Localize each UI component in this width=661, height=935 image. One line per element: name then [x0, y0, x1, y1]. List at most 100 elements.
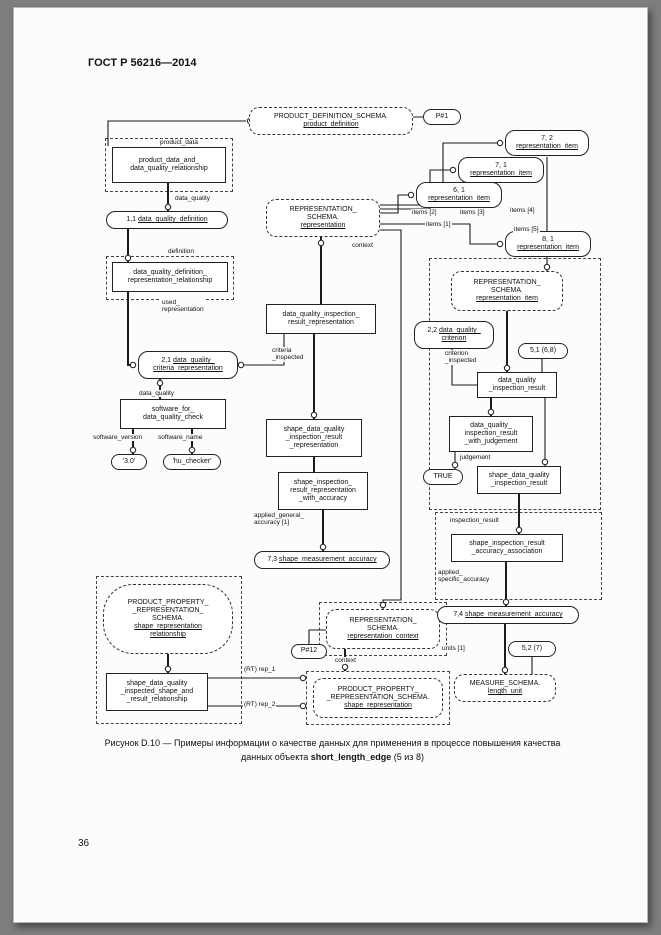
entity-name: shape_measurement_accuracy — [465, 610, 563, 618]
node-ref-51-68: 5,1 (6,8) — [518, 343, 568, 359]
node-version-value: '3.0' — [111, 454, 147, 470]
caption-line2-suffix: (5 из 8) — [391, 751, 424, 762]
node-data-quality-definition-ref: 1,1 data_quality_definition — [106, 211, 228, 229]
node-product-definition-schema: PRODUCT_DEFINITION_SCHEMA. product_defin… — [249, 107, 413, 135]
entity-name: representation_item — [516, 143, 578, 150]
container-representation-item-cluster — [429, 258, 601, 510]
caption-line2-prefix: данных объекта — [241, 751, 311, 762]
entity-name: data_quality_ criteria_representation — [153, 356, 223, 372]
node-page-ref-p1: P#1 — [423, 109, 461, 125]
schema-name: PRODUCT_PROPERTY_ _REPRESENTATION_SCHEMA… — [326, 685, 430, 701]
schema-name: PRODUCT_DEFINITION_SCHEMA. — [274, 112, 388, 120]
entity-name: data_quality_definition — [138, 215, 208, 223]
entity-text: shape_data_quality _inspected_shape_and … — [120, 679, 194, 704]
entity-name: representation_item — [517, 244, 579, 251]
node-shape-measurement-accuracy-ref-74: 7,4 shape_measurement_accuracy — [437, 606, 579, 624]
entity-name: shape_representation relationship — [134, 623, 202, 639]
node-true-value: TRUE — [423, 469, 463, 485]
node-data-quality-criteria-representation-ref: 2,1 data_quality_ criteria_representatio… — [138, 351, 238, 379]
caption-line1: Рисунок D.10 — Примеры информации о каче… — [104, 738, 561, 748]
ref-number: 7,4 — [453, 610, 465, 618]
node-data-quality-inspection-result-with-judgement: data_quality_ inspection_result _with_ju… — [449, 416, 533, 452]
node-shape-data-quality-inspection-result-representation: shape_data_quality _inspection_result _r… — [266, 419, 362, 457]
schema-name: PRODUCT_PROPERTY_ _REPRESENTATION_ SCHEM… — [127, 598, 209, 622]
entity-name: shape_measurement_accuracy — [279, 555, 377, 563]
page-ref-text: P#1 — [435, 112, 449, 120]
value-text: 'hu_checker' — [172, 457, 212, 465]
entity-text: data_quality_ inspection_result _with_ju… — [464, 421, 518, 446]
entity-text: shape_inspection_result _accuracy_associ… — [469, 539, 545, 555]
node-measure-schema-length-unit: MEASURE_SCHEMA. length_unit — [454, 674, 556, 702]
label-criteria-inspected: criteria _inspected — [271, 347, 305, 362]
figure-caption: Рисунок D.10 — Примеры информации о каче… — [60, 737, 605, 765]
page-number: 36 — [78, 838, 90, 849]
label-rt-rep-1: (RT) rep_1 — [243, 666, 277, 674]
label-data-quality: data_quality — [174, 195, 212, 203]
node-data-quality-inspection-result-representation: data_quality_inspection_ result_represen… — [266, 304, 376, 334]
node-data-quality-definition-representation-relationship: data_quality_definition_ representation_… — [112, 262, 228, 292]
label-software-name: software_name — [157, 434, 204, 442]
label-items-4: items [4] — [509, 207, 536, 215]
entity-text: shape_inspection_ result_representation … — [290, 478, 356, 503]
node-shape-data-quality-inspection-result: shape_data_quality _inspection_result — [477, 466, 561, 494]
ref-number: 8, 1 — [542, 235, 554, 243]
page-ref-text: P#12 — [300, 647, 318, 655]
entity-name: representation_context — [347, 633, 419, 641]
node-representation-schema-representation-context: REPRESENTATION_ SCHEMA. representation_c… — [326, 609, 440, 649]
caption-entity-name: short_length_edge — [310, 751, 392, 762]
entity-name: representation — [300, 222, 346, 230]
label-units-1: units [1] — [441, 645, 466, 653]
entity-name: representation_item — [470, 170, 532, 177]
ref-number: 7,3 — [267, 555, 279, 563]
node-product-property-representation-schema-shape-representation: PRODUCT_PROPERTY_ _REPRESENTATION_SCHEMA… — [313, 678, 443, 718]
label-rt-rep-2: (RT) rep_2 — [243, 701, 277, 709]
node-representation-item-ref-72: 7, 2 representation_item — [505, 130, 589, 156]
label-criterion-inspected: criterion _inspected — [444, 350, 478, 365]
schema-name: REPRESENTATION_ SCHEMA. — [289, 205, 357, 221]
ref-number: 2,2 — [427, 326, 440, 334]
entity-name: representation_item — [428, 195, 490, 202]
entity-text: software_for_ data_quality_check — [143, 405, 203, 421]
ref-number: 5,2 (7) — [521, 644, 543, 652]
node-ref-52-7: 5,2 (7) — [508, 641, 556, 657]
entity-text: data_quality _inspection_result — [488, 376, 546, 392]
value-text: '3.0' — [122, 457, 136, 465]
container-shape-representation — [306, 671, 450, 725]
ref-number: 1,1 — [126, 215, 138, 223]
entity-text: product_data_and_ data_quality_relations… — [130, 156, 208, 172]
entity-name: representation_item — [476, 295, 538, 303]
ref-number: 7, 2 — [541, 134, 553, 142]
node-product-property-representation-schema-relationship: PRODUCT_PROPERTY_ _REPRESENTATION_ SCHEM… — [103, 584, 233, 654]
label-data-quality-software: data_quality — [138, 390, 176, 398]
label-items-3: items [3] — [459, 209, 486, 217]
node-data-quality-inspection-result: data_quality _inspection_result — [477, 372, 557, 398]
entity-name: data_quality_ criterion — [439, 326, 481, 342]
schema-name: REPRESENTATION_ SCHEMA. — [473, 278, 541, 294]
node-page-ref-p12: P#12 — [291, 644, 327, 659]
label-inspection-result: inspection_result — [449, 517, 500, 525]
label-definition: definition — [167, 248, 196, 256]
entity-text: data_quality_definition_ representation_… — [127, 268, 213, 284]
ref-number: 7, 1 — [495, 161, 507, 169]
node-software-for-data-quality-check: software_for_ data_quality_check — [120, 399, 226, 429]
ref-number: 6, 1 — [453, 186, 465, 194]
label-context-bottom: context — [334, 657, 357, 665]
schema-name: REPRESENTATION_ SCHEMA. — [349, 616, 417, 632]
entity-text: shape_data_quality _inspection_result — [488, 471, 550, 487]
entity-name: shape_representation — [344, 702, 412, 710]
node-representation-schema-representation-item: REPRESENTATION_ SCHEMA. representation_i… — [451, 271, 563, 311]
ref-number: 5,1 (6,8) — [529, 346, 557, 354]
node-representation-item-ref-81: 8, 1 representation_item — [505, 231, 591, 257]
node-shape-inspection-result-accuracy-association: shape_inspection_result _accuracy_associ… — [451, 534, 563, 562]
label-used-representation: used_ representation — [161, 299, 205, 314]
label-applied-specific-accuracy: applied_ specific_accuracy — [437, 569, 491, 584]
label-applied-general-accuracy: applied_general_ accuracy [1] — [253, 512, 305, 527]
label-items-2: items [2] — [411, 209, 438, 217]
ref-number: 2,1 — [161, 356, 174, 364]
node-shape-data-quality-inspected-shape-and-result-relationship: shape_data_quality _inspected_shape_and … — [106, 673, 208, 711]
node-representation-item-ref-61: 6, 1 representation_item — [416, 182, 502, 208]
node-software-name-value: 'hu_checker' — [163, 454, 221, 470]
entity-text: data_quality_inspection_ result_represen… — [282, 310, 360, 326]
